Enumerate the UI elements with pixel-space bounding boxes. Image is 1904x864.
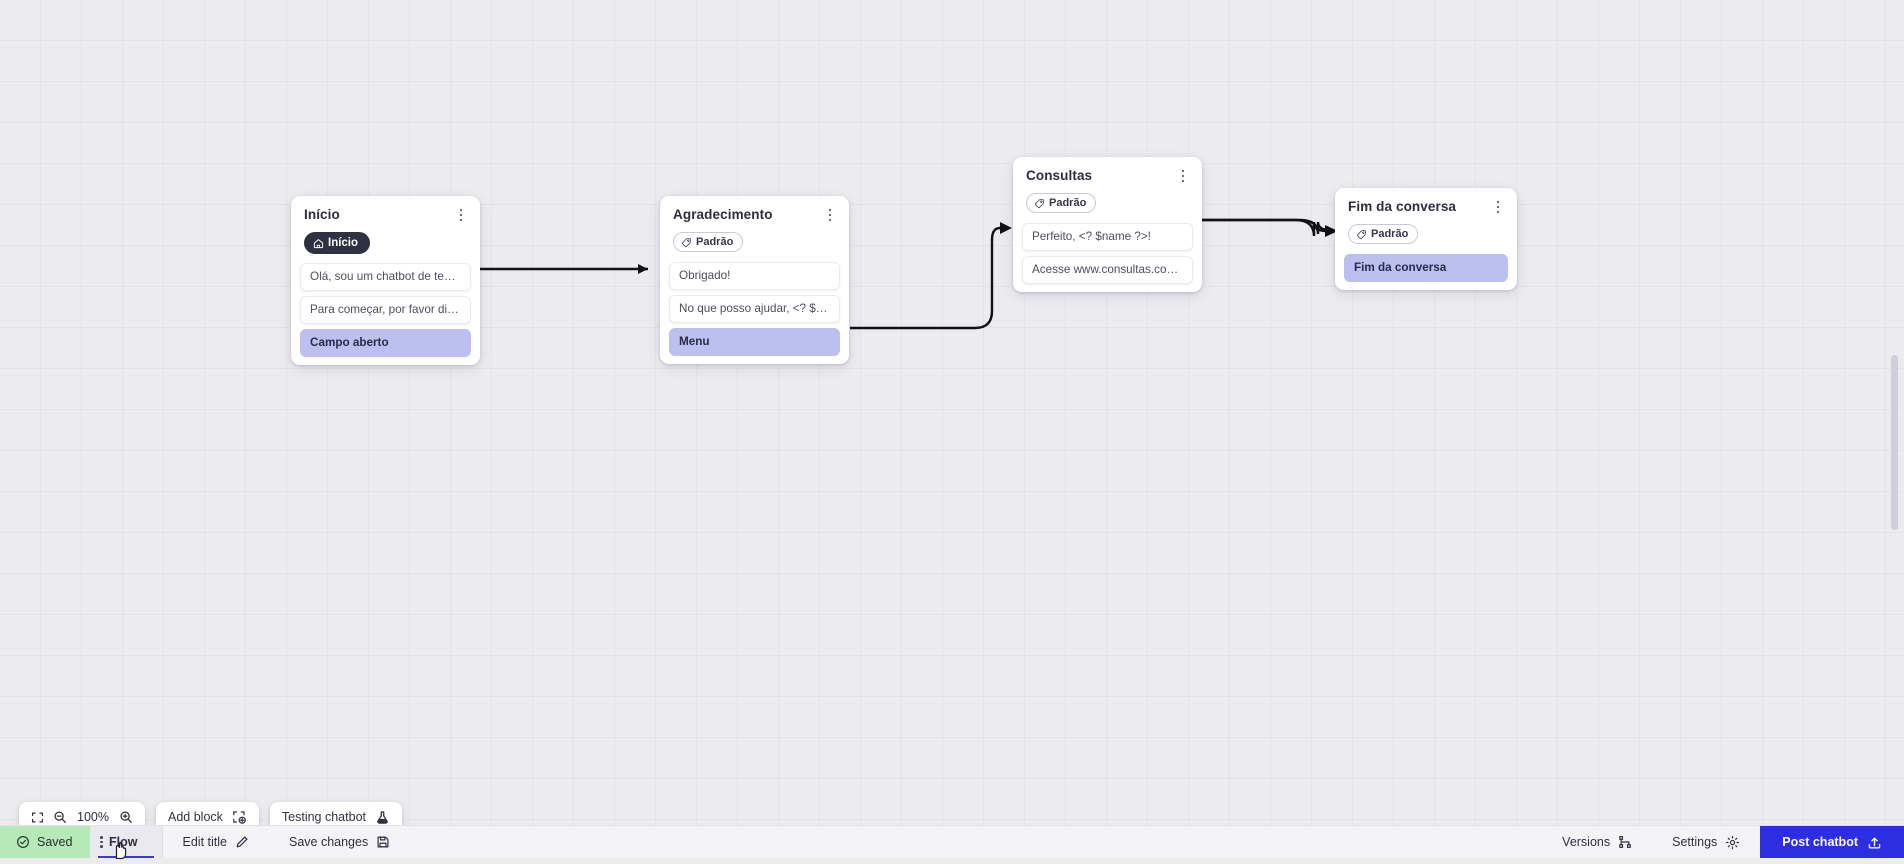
block-badge-row: Padrão (1344, 216, 1508, 245)
block-menu-icon[interactable] (1490, 198, 1506, 216)
versions-label: Versions (1562, 835, 1610, 849)
start-badge-label: Início (328, 237, 358, 250)
bottom-bar: Saved Flow Edit title Save changes (0, 825, 1904, 858)
vertical-scrollbar[interactable] (1891, 355, 1898, 530)
block-row[interactable]: No que posso ajudar, <? $name ... (669, 295, 840, 323)
block-header: Agradecimento (669, 205, 840, 224)
home-icon (313, 238, 324, 249)
save-changes-button[interactable]: Save changes (269, 826, 410, 858)
block-row-accent[interactable]: Menu (669, 328, 840, 356)
block-row[interactable]: Olá, sou um chatbot de teste! (300, 263, 471, 291)
add-block-icon (232, 810, 247, 825)
default-badge[interactable]: Padrão (1348, 224, 1418, 244)
block-rows: Perfeito, <? $name ?>! Acesse www.consul… (1022, 223, 1193, 284)
block-rows: Obrigado! No que posso ajudar, <? $name … (669, 262, 840, 356)
block-title: Fim da conversa (1348, 199, 1456, 215)
block-title: Início (304, 207, 340, 223)
bottom-bar-right: Versions Settings Post chatbot (1542, 826, 1904, 858)
flask-icon (375, 810, 390, 825)
block-header: Fim da conversa (1344, 197, 1508, 216)
block-row[interactable]: Para começar, por favor digite o ... (300, 296, 471, 324)
block-row-accent[interactable]: Campo aberto (300, 329, 471, 357)
tab-flow[interactable]: Flow (90, 826, 162, 858)
block-menu-icon[interactable] (822, 206, 838, 224)
add-block-label: Add block (168, 810, 223, 824)
block-title: Consultas (1026, 168, 1092, 184)
block-badge-row: Padrão (1022, 185, 1193, 214)
post-chatbot-button[interactable]: Post chatbot (1760, 826, 1904, 858)
default-badge[interactable]: Padrão (1026, 193, 1096, 213)
save-changes-label: Save changes (289, 835, 368, 849)
flow-block-inicio[interactable]: Início Início Olá, sou um chatbot de tes… (291, 196, 480, 365)
versions-button[interactable]: Versions (1542, 826, 1652, 858)
block-header: Início (300, 205, 471, 224)
connector-edges (0, 0, 1904, 825)
fit-screen-icon[interactable] (31, 811, 44, 824)
block-menu-icon[interactable] (453, 206, 469, 224)
block-rows: Olá, sou um chatbot de teste! Para começ… (300, 263, 471, 357)
tag-icon (1034, 198, 1045, 209)
block-row[interactable]: Acesse www.consultas.com par... (1022, 256, 1193, 284)
floppy-disk-icon (376, 835, 390, 849)
gear-icon (1725, 835, 1740, 850)
flow-block-fim-da-conversa[interactable]: Fim da conversa Padrão Fim da conversa (1335, 188, 1517, 290)
block-title: Agradecimento (673, 207, 773, 223)
edit-title-button[interactable]: Edit title (163, 826, 269, 858)
flow-canvas[interactable]: Início Início Olá, sou um chatbot de tes… (0, 0, 1904, 825)
zoom-level-label: 100% (76, 810, 110, 824)
testing-chatbot-label: Testing chatbot (282, 810, 366, 824)
block-menu-icon[interactable] (1175, 167, 1191, 185)
default-badge-label: Padrão (1371, 228, 1408, 241)
zoom-in-icon[interactable] (119, 810, 133, 824)
status-badge-saved: Saved (0, 826, 90, 858)
block-row[interactable]: Obrigado! (669, 262, 840, 290)
default-badge-label: Padrão (1049, 197, 1086, 210)
saved-label: Saved (37, 835, 72, 849)
edit-title-label: Edit title (183, 835, 227, 849)
block-header: Consultas (1022, 166, 1193, 185)
pencil-icon (235, 835, 249, 849)
tag-icon (681, 237, 692, 248)
post-chatbot-label: Post chatbot (1782, 835, 1858, 849)
zoom-out-icon[interactable] (53, 810, 67, 824)
start-badge[interactable]: Início (304, 232, 370, 254)
drag-handle-icon[interactable] (100, 836, 103, 848)
tab-flow-label: Flow (109, 835, 137, 849)
flow-block-consultas[interactable]: Consultas Padrão Perfeito, <? $name ?>! … (1013, 157, 1202, 292)
default-badge-label: Padrão (696, 236, 733, 249)
bottom-bar-left: Saved Flow Edit title Save changes (0, 826, 410, 858)
settings-button[interactable]: Settings (1652, 826, 1760, 858)
block-row-accent[interactable]: Fim da conversa (1344, 254, 1508, 282)
block-badge-row: Início (300, 224, 471, 254)
block-rows: Fim da conversa (1344, 254, 1508, 282)
default-badge[interactable]: Padrão (673, 232, 743, 252)
block-row[interactable]: Perfeito, <? $name ?>! (1022, 223, 1193, 251)
check-circle-icon (16, 835, 30, 849)
settings-label: Settings (1672, 835, 1717, 849)
block-badge-row: Padrão (669, 224, 840, 253)
branch-icon (1618, 835, 1632, 849)
upload-icon (1867, 835, 1882, 850)
tag-icon (1356, 229, 1367, 240)
flow-block-agradecimento[interactable]: Agradecimento Padrão Obrigado! No que po… (660, 196, 849, 364)
